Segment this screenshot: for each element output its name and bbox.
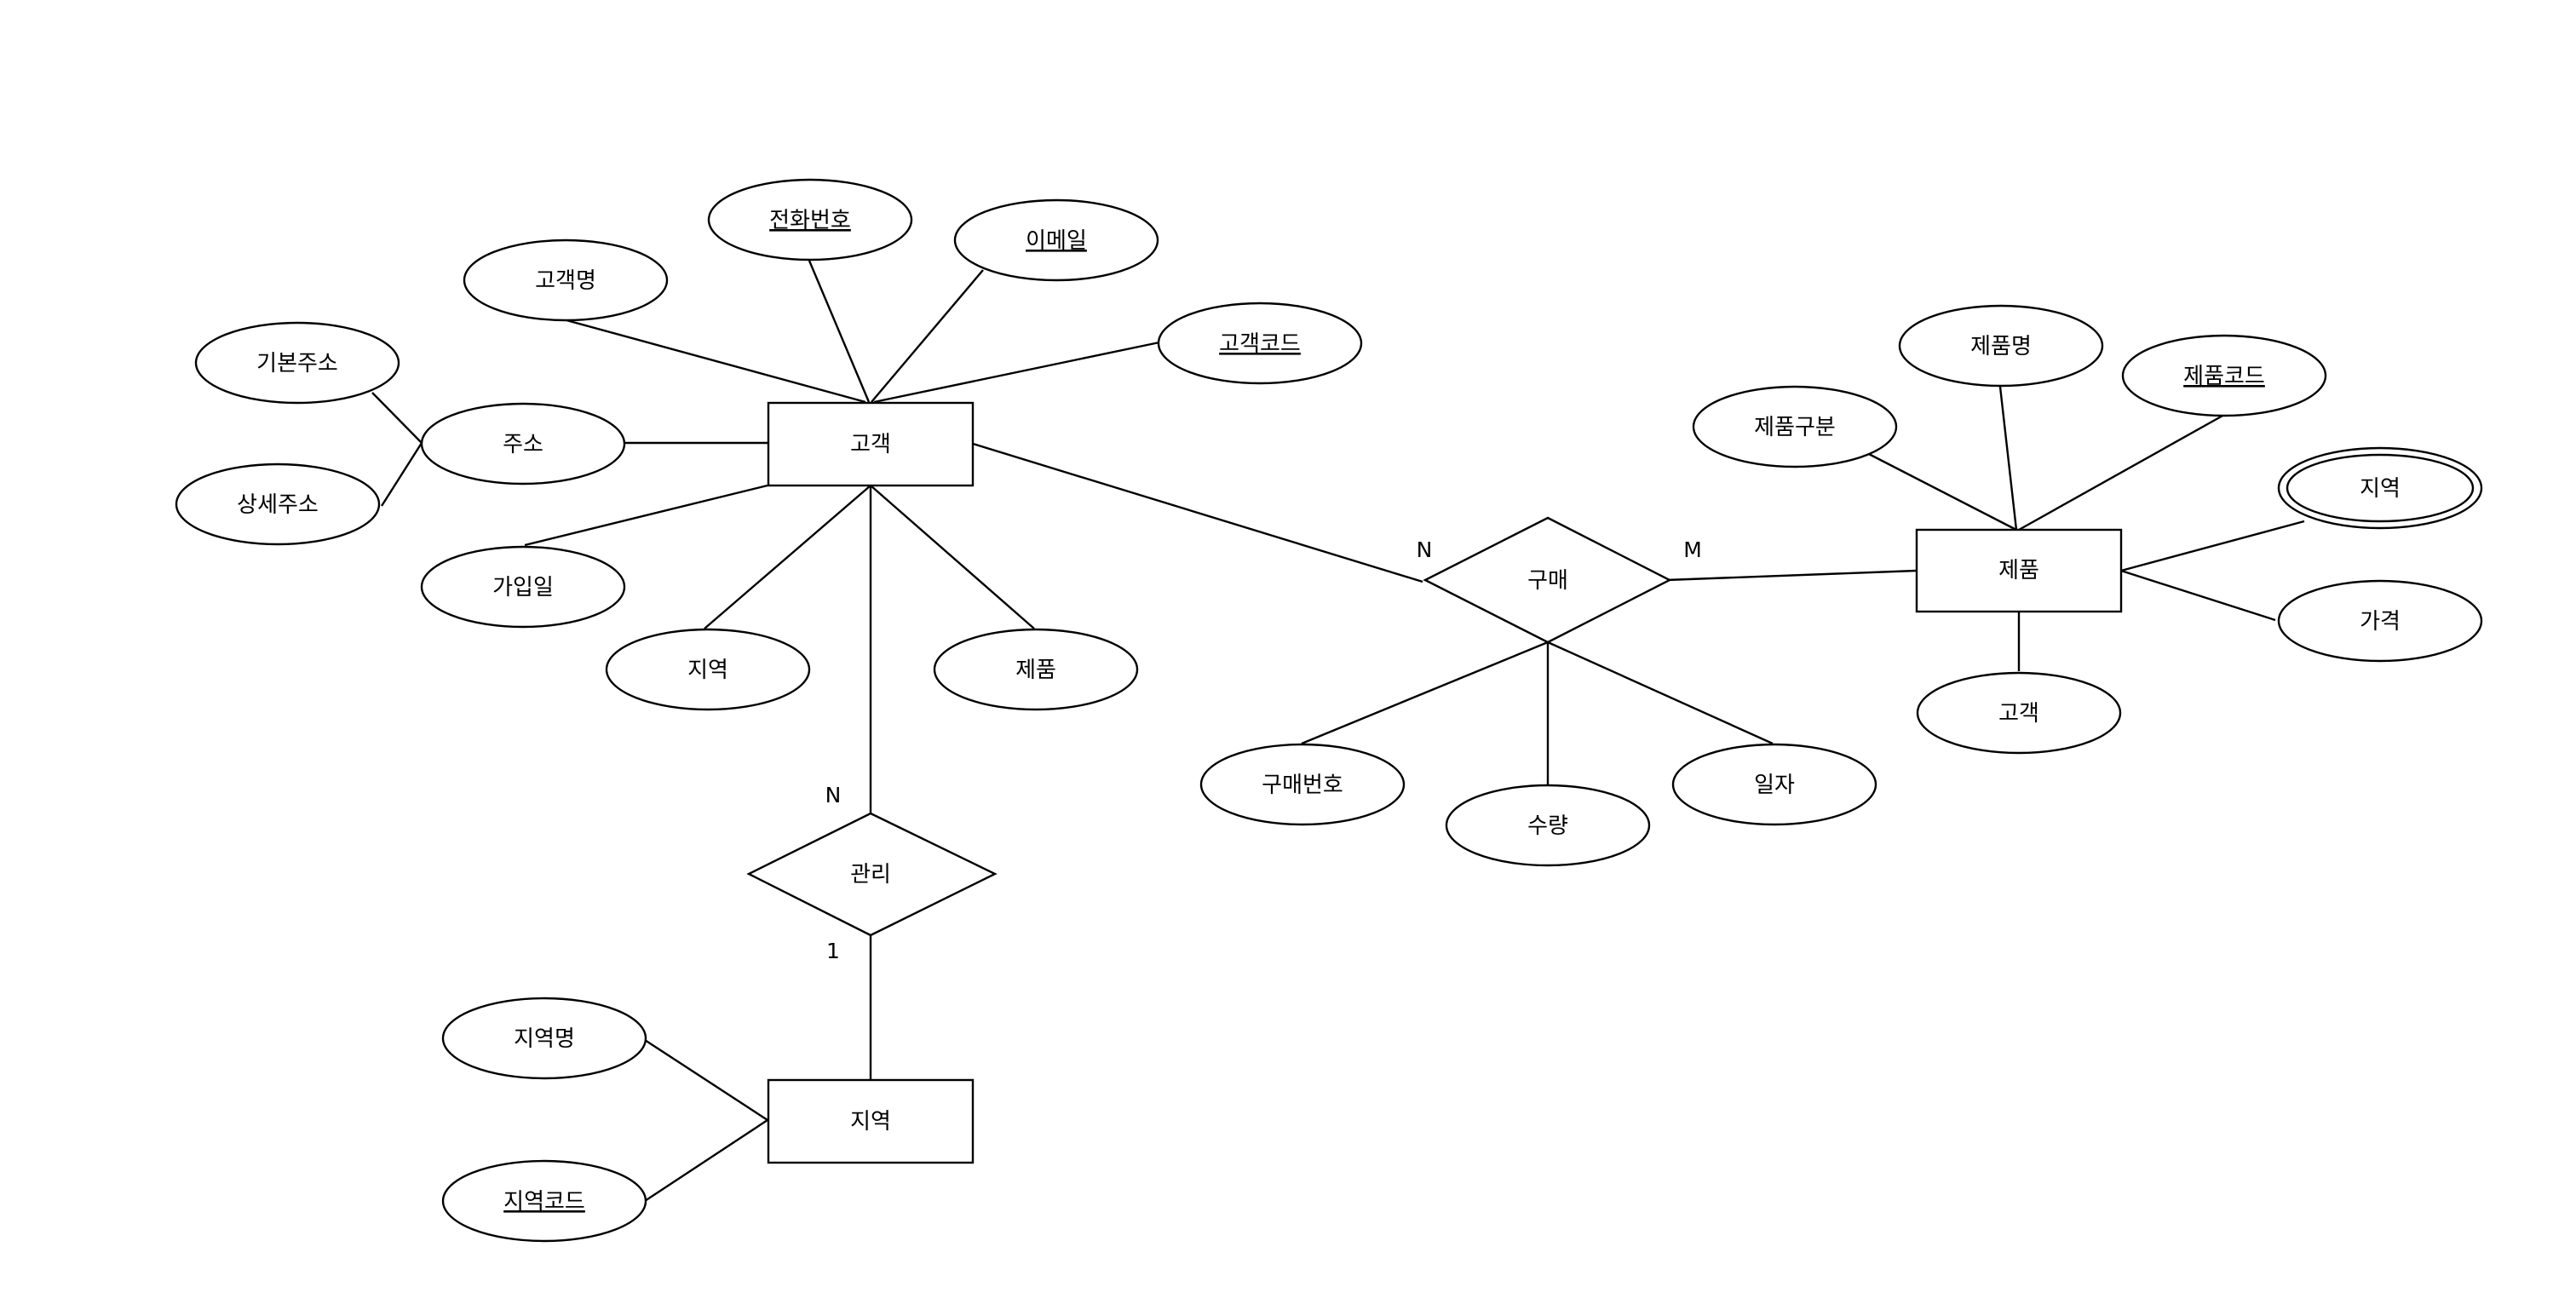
edge-customer-name <box>566 319 866 404</box>
attribute-customer-email-label: 이메일 <box>1026 228 1087 254</box>
edge-product-name <box>1998 386 2018 531</box>
attribute-customer-email: 이메일 <box>953 198 1159 282</box>
attribute-customer-address: 주소 <box>420 402 626 486</box>
relationship-purchase: 구매 <box>1423 516 1672 644</box>
attribute-customer-name: 고객명 <box>463 238 669 322</box>
attribute-address-detail-label: 상세주소 <box>237 492 319 518</box>
attribute-customer-join-date: 가입일 <box>420 545 626 629</box>
entity-region: 지역 <box>767 1078 975 1164</box>
attribute-purchase-quantity: 수량 <box>1445 784 1651 867</box>
attribute-region-code-label: 지역코드 <box>503 1189 585 1215</box>
attribute-product-price: 가격 <box>2277 579 2483 663</box>
entity-product-label: 제품 <box>1998 558 2039 583</box>
attribute-product-region: 지역 <box>2277 446 2483 530</box>
attribute-address-basic-label: 기본주소 <box>256 351 338 376</box>
connector-lines <box>371 260 2305 1203</box>
attribute-customer-phone: 전화번호 <box>707 178 913 261</box>
edge-customer-purchase <box>972 442 1423 583</box>
attribute-purchase-date-label: 일자 <box>1754 773 1795 798</box>
entity-customer: 고객 <box>767 401 975 487</box>
entity-customer-label: 고객 <box>850 432 891 457</box>
edge-customer-code <box>873 341 1160 404</box>
cardinality-manage-region: 1 <box>826 939 840 963</box>
edge-product-price <box>2120 569 2276 622</box>
attribute-purchase-number-label: 구매번호 <box>1262 773 1343 798</box>
attribute-address-basic: 기본주소 <box>194 321 400 405</box>
edge-purchase-product <box>1665 569 1918 582</box>
attribute-customer-code-label: 고객코드 <box>1219 331 1301 357</box>
edge-customer-region <box>704 485 871 629</box>
edge-customer-phone <box>808 260 871 403</box>
attribute-customer-region: 지역 <box>605 628 811 711</box>
cardinality-purchase-product: M <box>1683 537 1702 562</box>
attribute-product-name-label: 제품명 <box>1970 334 2032 359</box>
attribute-purchase-number: 구매번호 <box>1199 743 1406 826</box>
attribute-purchase-date: 일자 <box>1671 743 1877 826</box>
attribute-customer-name-label: 고객명 <box>535 268 596 294</box>
edge-purchase-date <box>1547 641 1774 745</box>
edge-customer-product <box>870 485 1035 629</box>
cardinality-purchase-customer: N <box>1417 537 1433 562</box>
edge-address-basic <box>371 392 423 444</box>
cardinality-manage-customer: N <box>825 783 842 807</box>
attribute-address-detail: 상세주소 <box>175 463 381 546</box>
attribute-customer-product: 제품 <box>933 628 1139 711</box>
attribute-region-name-label: 지역명 <box>514 1026 575 1052</box>
attribute-product-customer-label: 고객 <box>1998 701 2039 727</box>
attribute-product-category: 제품구분 <box>1692 385 1898 468</box>
attribute-region-name: 지역명 <box>441 997 647 1080</box>
edge-address-detail <box>380 442 423 507</box>
relationship-manage: 관리 <box>746 812 998 937</box>
attribute-customer-product-label: 제품 <box>1015 658 1056 683</box>
attribute-purchase-quantity-label: 수량 <box>1527 813 1568 839</box>
attribute-product-category-label: 제품구분 <box>1754 415 1836 440</box>
attribute-customer-region-label: 지역 <box>687 658 728 683</box>
attribute-product-region-label: 지역 <box>2360 476 2401 502</box>
edge-purchase-number <box>1301 641 1549 745</box>
attribute-product-customer: 고객 <box>1916 671 2122 755</box>
edge-product-region <box>2120 520 2305 572</box>
relationship-purchase-label: 구매 <box>1527 568 1568 594</box>
edge-customer-email <box>871 269 984 403</box>
attribute-product-code-label: 제품코드 <box>2183 364 2265 389</box>
edge-product-category <box>1865 451 2017 531</box>
attribute-customer-phone-label: 전화번호 <box>769 208 851 233</box>
attribute-product-name: 제품명 <box>1898 304 2104 388</box>
edge-region-name <box>644 1038 768 1122</box>
edge-region-code <box>644 1118 768 1203</box>
attribute-customer-join-date-label: 가입일 <box>492 575 554 600</box>
entity-region-label: 지역 <box>850 1109 891 1135</box>
attribute-product-price-label: 가격 <box>2360 609 2401 635</box>
edge-customer-join-date <box>524 484 768 547</box>
attribute-product-code: 제품코드 <box>2121 334 2327 417</box>
attribute-customer-address-label: 주소 <box>503 432 543 457</box>
attribute-customer-code: 고객코드 <box>1157 302 1363 385</box>
entity-product: 제품 <box>1915 528 2123 613</box>
attribute-region-code: 지역코드 <box>441 1159 647 1243</box>
edge-product-code <box>2018 413 2225 531</box>
relationship-manage-label: 관리 <box>850 862 891 888</box>
